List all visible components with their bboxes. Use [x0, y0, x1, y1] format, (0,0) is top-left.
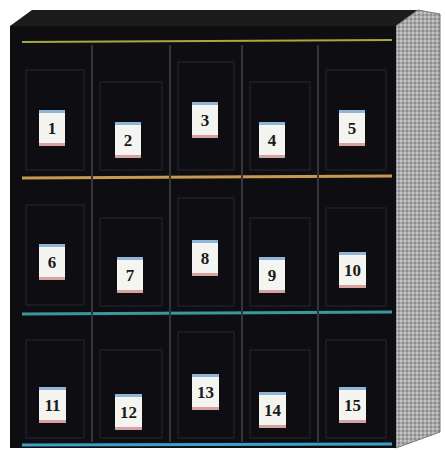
callout-number: 11 — [44, 397, 60, 414]
number-label: 11 — [39, 387, 66, 423]
number-label: 8 — [192, 240, 218, 276]
shelf-edge — [22, 444, 392, 445]
number-label: 13 — [192, 374, 219, 410]
callout-number: 2 — [124, 132, 133, 149]
callout-number: 14 — [264, 402, 281, 419]
number-label: 14 — [259, 392, 286, 428]
callout-number: 3 — [201, 112, 210, 129]
compartment-dividers — [92, 45, 318, 442]
shelf-edge — [22, 312, 392, 314]
number-label: 3 — [192, 102, 218, 138]
number-label: 9 — [259, 257, 285, 293]
callout-number: 10 — [344, 262, 361, 279]
callout-number: 15 — [344, 397, 361, 414]
callout-number: 8 — [201, 250, 210, 267]
number-label: 12 — [115, 394, 142, 430]
callout-number: 12 — [120, 404, 137, 421]
number-label: 10 — [339, 252, 366, 288]
number-label: 6 — [39, 244, 65, 280]
cabinet-top — [10, 10, 418, 26]
callout-number: 4 — [268, 132, 277, 149]
number-label: 1 — [39, 110, 65, 146]
callout-number: 9 — [268, 267, 277, 284]
shelf-edge — [22, 176, 392, 178]
cabinet-front — [10, 26, 396, 448]
number-label: 7 — [117, 257, 143, 293]
number-label: 15 — [339, 387, 366, 423]
compartment-shading — [26, 62, 386, 438]
number-label: 5 — [339, 110, 365, 146]
cabinet-side — [396, 10, 440, 448]
number-label: 4 — [259, 122, 285, 158]
number-label: 2 — [115, 122, 141, 158]
callout-number: 6 — [48, 254, 57, 271]
callout-number: 5 — [348, 120, 357, 137]
callout-number: 13 — [197, 384, 214, 401]
callout-number: 1 — [48, 120, 57, 137]
shelf-edge — [22, 40, 392, 42]
callout-number: 7 — [126, 267, 135, 284]
